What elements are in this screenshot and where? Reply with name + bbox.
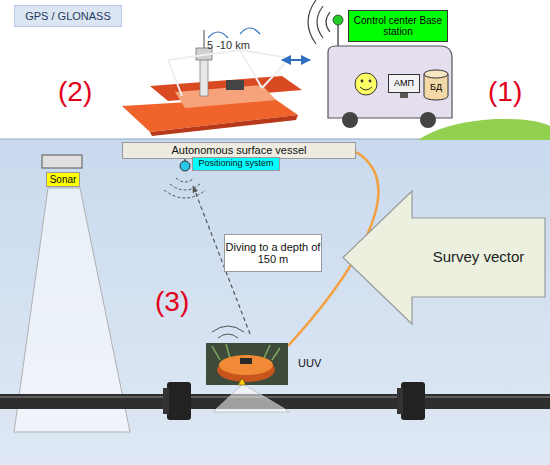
node-text: Autonomous surface vessel xyxy=(171,144,306,156)
callout-number: (3) xyxy=(155,288,189,316)
arrow-shape xyxy=(343,191,545,324)
gnss-box: GPS / GLONASS xyxy=(14,5,122,27)
deck-box xyxy=(226,80,244,90)
signal-arc xyxy=(308,0,316,44)
database-cylinder: БД xyxy=(423,69,449,101)
node-body: Sonar xyxy=(47,174,79,185)
smiley-eye xyxy=(361,80,364,83)
node-text: Control center Base station xyxy=(349,15,447,37)
monitor-stand xyxy=(400,93,408,98)
pipe-support xyxy=(397,388,403,414)
van-body xyxy=(328,46,452,118)
signal-arc xyxy=(317,6,323,38)
node-body: АМП xyxy=(389,79,419,89)
acoustic-wave xyxy=(212,326,244,332)
camera-cone xyxy=(213,384,290,412)
node-text: Survey vector xyxy=(433,249,525,266)
diving-box: Diving to a depth of 150 m xyxy=(224,234,322,272)
frame-pole xyxy=(262,58,290,88)
distance-label: 5 -10 km xyxy=(207,40,250,51)
water-area xyxy=(0,139,550,465)
node-body: Diving to a depth of 150 m xyxy=(225,241,321,265)
frame-pole xyxy=(168,50,240,60)
node-text: GPS / GLONASS xyxy=(25,10,111,22)
pipe-support xyxy=(401,382,425,420)
survey-arrow: Survey vector xyxy=(342,190,547,325)
node-text: БД xyxy=(430,83,442,93)
acoustic-wave xyxy=(164,190,206,198)
mast xyxy=(200,58,208,96)
beacon xyxy=(180,161,190,171)
callout-number: (2) xyxy=(58,78,92,106)
node-text: АМП xyxy=(394,79,414,89)
pipeline-highlight xyxy=(0,396,550,398)
operator-smiley xyxy=(355,73,377,95)
radio-wave xyxy=(208,32,228,38)
node-text: Diving to a depth of 150 m xyxy=(225,241,321,265)
van-wheel xyxy=(342,112,358,128)
acoustic-wave xyxy=(218,334,238,338)
pipe-support xyxy=(167,382,191,420)
uuv-photo xyxy=(206,343,288,385)
control-center-box: Control center Base station xyxy=(348,10,448,42)
node-text: Sonar xyxy=(50,174,77,185)
radio-wave xyxy=(240,28,260,34)
acoustic-wave xyxy=(170,184,200,190)
smiley-eye xyxy=(369,80,372,83)
smiley-mouth xyxy=(360,87,372,90)
photo-background xyxy=(206,343,288,385)
callout-number: (1) xyxy=(488,78,522,106)
hull-keel xyxy=(150,115,298,136)
uuv-hatch xyxy=(240,358,252,364)
shore-hill xyxy=(418,119,550,140)
van-antenna xyxy=(337,22,339,46)
signal-arc xyxy=(326,12,330,32)
positioning-box: Positioning system xyxy=(192,157,280,171)
antenna-ball xyxy=(333,15,343,25)
node-text: Positioning system xyxy=(198,159,273,169)
pipe-support xyxy=(163,388,169,414)
node-body: Control center Base station xyxy=(349,15,447,37)
deck xyxy=(175,85,276,108)
acoustic-wave xyxy=(176,178,194,182)
frame-pole xyxy=(168,60,182,96)
van-wheel xyxy=(420,112,436,128)
node-body: БД xyxy=(423,69,449,101)
antenna xyxy=(203,30,204,48)
frame-pole xyxy=(240,50,290,58)
sonar-device xyxy=(42,155,82,168)
cylinder-top xyxy=(424,70,448,78)
link-arrow xyxy=(282,59,310,61)
node-body: Positioning system xyxy=(193,159,279,169)
sonar-box: Sonar xyxy=(46,172,80,187)
catamaran xyxy=(122,30,302,136)
vehicle-label: UUV xyxy=(298,358,321,369)
monitor-box: АМП xyxy=(388,74,420,93)
node-body: GPS / GLONASS xyxy=(15,10,121,22)
uuv-top xyxy=(219,355,273,375)
node-body: Survey vector xyxy=(414,218,543,297)
node-body: Autonomous surface vessel xyxy=(123,144,355,156)
camera-marker xyxy=(238,378,246,385)
